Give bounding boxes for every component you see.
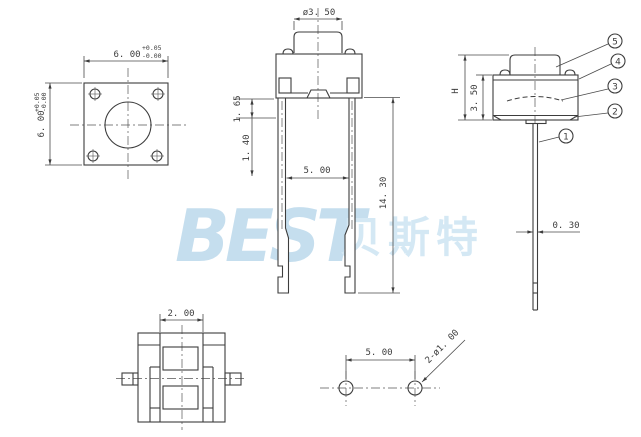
watermark: BEST 贝斯特 <box>175 194 484 278</box>
front-view-knob <box>293 31 343 53</box>
side-view: H 3. 50 0. 30 <box>451 33 626 311</box>
balloon-1-label: 1 <box>563 133 569 143</box>
balloon-4-label: 4 <box>615 58 621 68</box>
top-view-width-dim: 6. 00 <box>113 50 140 60</box>
bottom-view: 2. 00 <box>116 309 247 430</box>
front-view-knob-dia-dim: ø3. 50 <box>303 8 336 18</box>
balloon-leaders <box>538 43 612 143</box>
bottom-view-slot-bottom <box>162 385 199 410</box>
side-view-knob <box>509 54 561 75</box>
balloon-2: 2 <box>607 103 623 119</box>
side-view-overall-height-dim: H <box>451 88 461 93</box>
balloon-4: 4 <box>610 53 626 69</box>
front-view-leg-width-dim: 1. 40 <box>242 134 252 161</box>
balloon-3: 3 <box>607 78 623 94</box>
bottom-view-slot-top <box>162 346 199 371</box>
front-view-right-leg <box>344 97 356 294</box>
footprint-hole-right <box>407 380 423 396</box>
bottom-view-slot-width-dim: 2. 00 <box>167 309 194 319</box>
watermark-latin-text: BEST <box>175 194 370 278</box>
top-view-height-tol-dn: -0.00 <box>40 92 48 112</box>
side-view-leg-thickness-dim: 0. 30 <box>552 221 579 231</box>
balloon-3-label: 3 <box>612 83 618 93</box>
side-view-body <box>492 74 579 121</box>
front-view-shoulder-dim: 1. 65 <box>233 95 243 122</box>
footprint-hole-left <box>338 380 354 396</box>
balloon-1: 1 <box>558 128 574 144</box>
top-view-height-tol-up: +0.05 <box>33 92 41 112</box>
top-view-width-tol-dn: -0.00 <box>142 52 162 60</box>
front-view-length-dim: 14. 30 <box>379 177 389 210</box>
side-view-dome-contact <box>506 96 564 102</box>
side-view-leg <box>532 123 539 311</box>
front-view-body <box>275 53 363 99</box>
bottom-view-right-tab <box>224 372 242 386</box>
top-view-width-tol-up: +0.05 <box>142 44 162 52</box>
top-view-stem-circle <box>104 101 152 149</box>
front-view-pitch-dim: 5. 00 <box>303 166 330 176</box>
top-view: 6. 00 +0.05 -0.00 6. 00 +0.05 -0.00 <box>33 44 186 182</box>
balloon-5-label: 5 <box>612 38 618 48</box>
watermark-cjk-text: 贝斯特 <box>340 213 484 262</box>
footprint-view: 5. 00 2-ø1. 00 <box>320 328 466 406</box>
footprint-pitch-dim: 5. 00 <box>365 348 392 358</box>
top-view-body <box>83 82 169 166</box>
side-view-body-height-dim: 3. 50 <box>470 84 480 111</box>
front-view-left-leg <box>277 97 290 294</box>
balloon-5: 5 <box>607 33 623 49</box>
balloon-2-label: 2 <box>612 108 618 118</box>
top-view-height-dim: 6. 00 <box>37 110 47 137</box>
top-view-corner-holes <box>86 87 165 163</box>
front-view: ø3. 50 1. 65 1. 40 5. 00 <box>233 8 400 294</box>
bottom-view-left-tab <box>121 372 139 386</box>
footprint-hole-callout: 2-ø1. 00 <box>424 328 462 366</box>
